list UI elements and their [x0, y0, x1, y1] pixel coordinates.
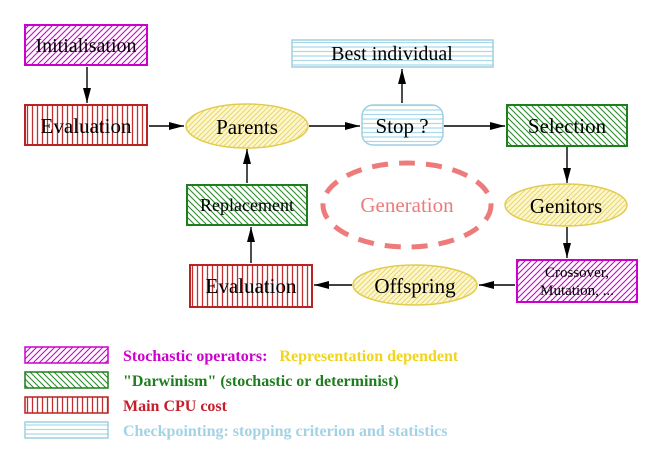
- crossover-mutation-box: [516, 259, 638, 303]
- selection-label: Selection: [528, 114, 607, 138]
- generation-dashed-ellipse: [320, 160, 494, 250]
- node-initialisation: Initialisation: [24, 24, 148, 66]
- evaluation-bottom-box: [189, 264, 313, 308]
- node-genitors: Genitors: [504, 183, 628, 227]
- legend-item-main-cpu-cost: Main CPU cost: [24, 396, 228, 415]
- evaluation-top-box: [24, 104, 148, 146]
- best-individual-label: Best individual: [331, 43, 453, 65]
- legend-label-checkpointing: Checkpointing: stopping criterion and st…: [123, 423, 447, 440]
- legend-swatch-blue-lines: [24, 421, 109, 439]
- evaluation-top-label: Evaluation: [41, 114, 132, 138]
- legend-label-darwinism: "Darwinism" (stochastic or determinist): [123, 373, 399, 390]
- selection-box: [506, 104, 628, 147]
- node-replacement: Replacement: [186, 184, 308, 226]
- legend-label-main-cpu-cost: Main CPU cost: [123, 398, 228, 415]
- node-offspring: Offspring: [352, 264, 478, 306]
- evaluation-bottom-label: Evaluation: [206, 274, 297, 298]
- node-stop: Stop ?: [361, 104, 444, 146]
- legend-label-representation-dependent: Representation dependent: [279, 348, 458, 365]
- node-parents: Parents: [185, 103, 309, 149]
- initialisation-box: [24, 24, 148, 66]
- parents-ellipse: [185, 103, 309, 149]
- node-selection: Selection: [506, 104, 628, 147]
- stop-box: [361, 104, 444, 146]
- parents-label: Parents: [216, 115, 278, 139]
- legend-item-stochastic-operators: Stochastic operators: Representation depe…: [24, 346, 459, 365]
- generation-label: Generation: [360, 193, 454, 217]
- crossover-label-line1: Crossover,: [545, 265, 609, 281]
- edges: [83, 67, 571, 289]
- best-individual-box: [291, 39, 494, 68]
- legend: Stochastic operators: Representation depe…: [24, 346, 459, 440]
- legend-swatch-green-hatch: [24, 371, 109, 389]
- initialisation-label: Initialisation: [35, 35, 136, 57]
- genitors-label: Genitors: [530, 194, 602, 218]
- legend-swatch-red-stripes: [24, 396, 109, 414]
- legend-item-checkpointing: Checkpointing: stopping criterion and st…: [24, 421, 447, 440]
- legend-swatch-magenta-hatch: [24, 346, 109, 364]
- node-evaluation-bottom: Evaluation: [189, 264, 313, 308]
- node-generation: Generation: [320, 160, 494, 250]
- node-best-individual: Best individual: [291, 39, 494, 68]
- node-crossover-mutation: Crossover, Mutation, ...: [516, 259, 638, 303]
- stop-label: Stop ?: [375, 114, 428, 138]
- legend-item-darwinism: "Darwinism" (stochastic or determinist): [24, 371, 399, 390]
- replacement-label: Replacement: [200, 195, 294, 215]
- genitors-ellipse: [504, 183, 628, 227]
- replacement-box: [186, 184, 308, 226]
- offspring-ellipse: [352, 264, 478, 306]
- legend-label-stochastic: Stochastic operators:: [123, 348, 267, 365]
- legend-text-stochastic-operators: Stochastic operators: Representation depe…: [123, 348, 459, 365]
- node-evaluation-top: Evaluation: [24, 104, 148, 146]
- crossover-label-line2: Mutation, ...: [540, 283, 614, 299]
- offspring-label: Offspring: [374, 274, 456, 298]
